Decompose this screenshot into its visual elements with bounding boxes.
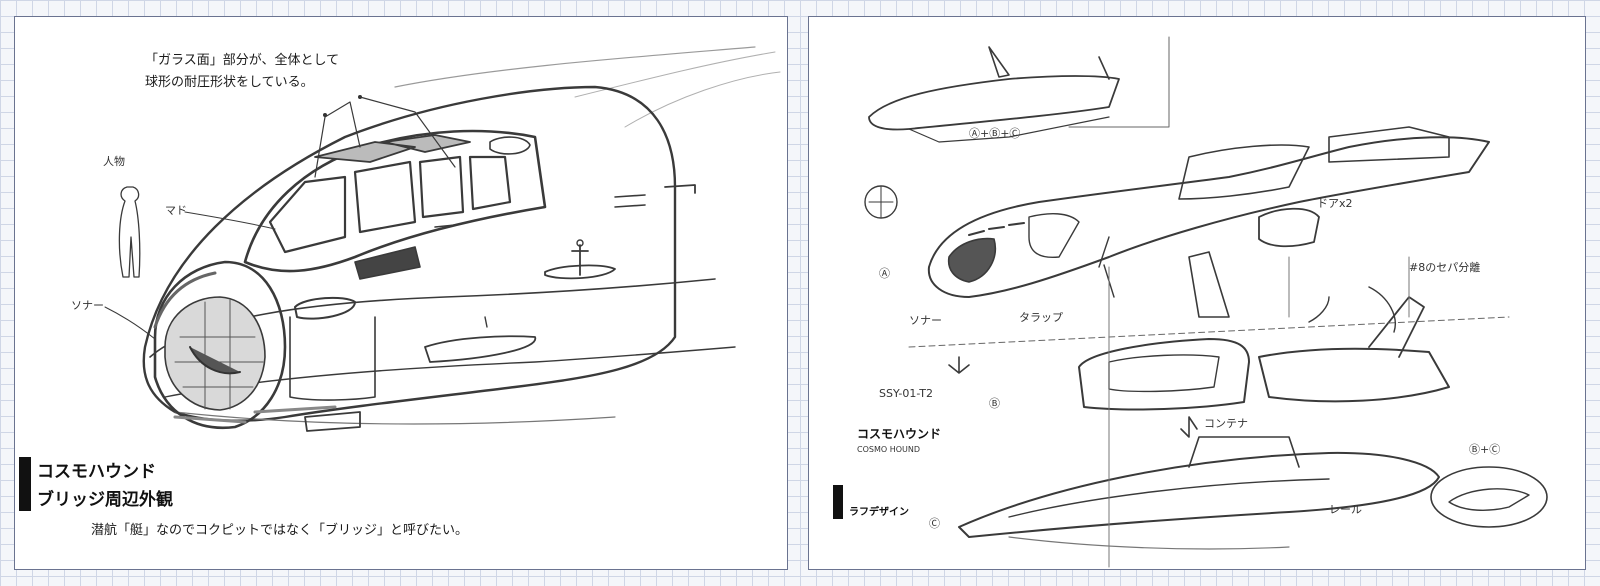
rough-caption-subtitle: ラフデザイン [849,507,909,518]
hand-note-a: Ⓐ [879,267,890,280]
bridge-exterior-sketch [104,46,781,432]
hand-note-c: Ⓒ [929,517,940,530]
hand-note-sonar: ソナー [909,314,942,327]
hand-note-b: Ⓑ [989,397,1000,410]
rough-caption-sub: COSMO HOUND [857,445,921,454]
caption-subtitle: ブリッジ周辺外観 [37,490,173,510]
hand-note-person: 人物 [103,155,125,168]
annotation-glass-line1: 「ガラス面」部分が、全体として [145,53,340,68]
hand-note-separation: #8のセパ分離 [1409,261,1481,274]
left-illustration-panel: 「ガラス面」部分が、全体として 球形の耐圧形状をしている。 人物 マド ソナー … [14,16,788,570]
hand-note-bc: Ⓑ+Ⓒ [1469,443,1501,456]
hand-note-model: SSY-01-T2 [879,387,934,400]
rough-caption-marker-bar [833,485,843,519]
annotation-glass-line2: 球形の耐圧形状をしている。 [145,75,314,90]
hand-note-rail: レール [1329,503,1362,516]
hand-note-ladder: タラップ [1019,311,1063,324]
caption-note: 潜航「艇」なのでコクピットではなく「ブリッジ」と呼びたい。 [91,523,469,538]
caption-title: コスモハウンド [37,462,156,482]
hand-note-abc: Ⓐ+Ⓑ+Ⓒ [969,127,1021,140]
hand-note-container: コンテナ [1204,417,1248,430]
caption-marker-bar [19,457,31,511]
rough-design-sketch [864,36,1548,568]
hand-note-door: ドアx2 [1317,197,1353,210]
right-illustration-panel: Ⓐ+Ⓑ+Ⓒ ドアx2 Ⓐ #8のセパ分離 ソナー タラップ SSY-01-T2 … [808,16,1586,570]
rough-caption-title: コスモハウンド [857,427,942,441]
hand-note-sonar: ソナー [71,299,104,312]
hand-note-window: マド [165,204,187,217]
